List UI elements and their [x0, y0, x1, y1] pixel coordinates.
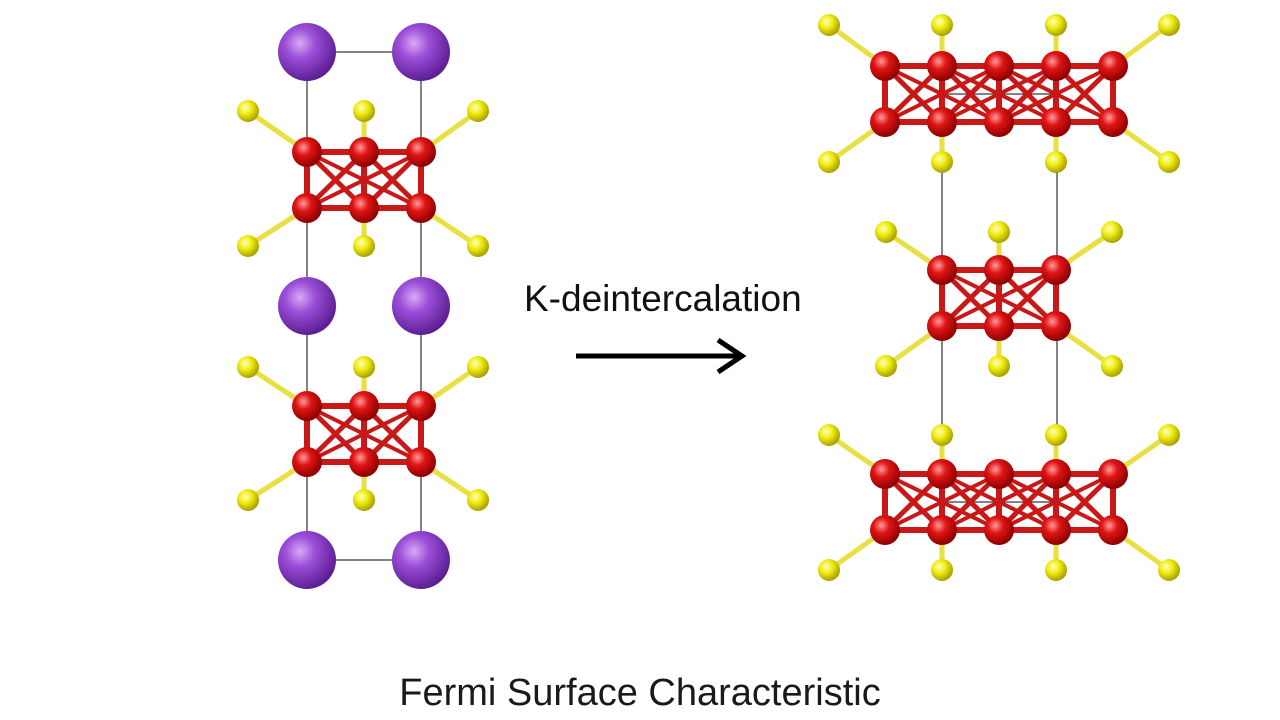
iron-atom: [349, 391, 379, 421]
potassium-atom: [278, 277, 336, 335]
iron-atom: [870, 51, 900, 81]
iron-atom: [984, 107, 1014, 137]
iron-atom: [984, 255, 1014, 285]
iron-atom: [984, 459, 1014, 489]
iron-atom: [1041, 107, 1071, 137]
iron-atom: [292, 137, 322, 167]
chalcogen-atom: [988, 221, 1010, 243]
after-structure: [818, 14, 1180, 581]
iron-atom: [1098, 459, 1128, 489]
bond: [997, 64, 1115, 124]
iron-atom: [1041, 515, 1071, 545]
potassium-atom: [278, 23, 336, 81]
iron-atom: [984, 51, 1014, 81]
chalcogen-atom: [1158, 559, 1180, 581]
potassium-atom: [392, 277, 450, 335]
iron-atom: [406, 137, 436, 167]
chalcogen-atom: [353, 356, 375, 378]
bond: [305, 150, 423, 210]
iron-atom: [292, 391, 322, 421]
chalcogen-atom: [237, 489, 259, 511]
iron-atom: [1041, 255, 1071, 285]
bond: [883, 472, 1001, 532]
potassium-atom: [278, 531, 336, 589]
bond: [305, 404, 423, 464]
iron-atom: [927, 459, 957, 489]
iron-atom: [870, 459, 900, 489]
iron-atom: [292, 447, 322, 477]
iron-atom: [927, 255, 957, 285]
chalcogen-atom: [1158, 151, 1180, 173]
chalcogen-atom: [353, 489, 375, 511]
iron-atom: [1041, 51, 1071, 81]
iron-atom: [406, 193, 436, 223]
chalcogen-atom: [1101, 355, 1123, 377]
chalcogen-atom: [1158, 424, 1180, 446]
iron-atom: [927, 51, 957, 81]
potassium-atom: [392, 23, 450, 81]
iron-atom: [870, 515, 900, 545]
chalcogen-atom: [353, 100, 375, 122]
chalcogen-atom: [1158, 14, 1180, 36]
iron-atom: [1041, 459, 1071, 489]
bond: [940, 64, 1058, 124]
iron-atom: [984, 515, 1014, 545]
chalcogen-atom: [818, 14, 840, 36]
chalcogen-atom: [467, 235, 489, 257]
figure-caption: Fermi Surface Characteristic: [399, 672, 881, 714]
iron-atom: [927, 107, 957, 137]
potassium-atom: [392, 531, 450, 589]
chalcogen-atom: [818, 151, 840, 173]
chalcogen-atom: [931, 151, 953, 173]
chalcogen-atom: [467, 356, 489, 378]
iron-atom: [984, 311, 1014, 341]
chalcogen-atom: [988, 355, 1010, 377]
before-structure: [237, 23, 489, 589]
iron-atom: [927, 515, 957, 545]
chalcogen-atom: [1045, 559, 1067, 581]
iron-atom: [1041, 311, 1071, 341]
iron-atom: [292, 193, 322, 223]
iron-atom: [870, 107, 900, 137]
chalcogen-atom: [353, 235, 375, 257]
bond: [883, 64, 1001, 124]
chalcogen-atom: [467, 489, 489, 511]
chalcogen-atom: [931, 14, 953, 36]
chalcogen-atom: [237, 235, 259, 257]
chalcogen-atom: [818, 424, 840, 446]
chalcogen-atom: [467, 100, 489, 122]
chalcogen-atom: [237, 356, 259, 378]
chalcogen-atom: [931, 559, 953, 581]
iron-atom: [349, 193, 379, 223]
deintercalation-arrow: [576, 337, 747, 375]
iron-atom: [1098, 515, 1128, 545]
chalcogen-atom: [818, 559, 840, 581]
iron-atom: [406, 391, 436, 421]
bond: [997, 472, 1115, 532]
chalcogen-atom: [1045, 424, 1067, 446]
iron-atom: [1098, 51, 1128, 81]
iron-atom: [406, 447, 436, 477]
bond: [940, 268, 1058, 328]
chalcogen-atom: [875, 355, 897, 377]
iron-atom: [349, 137, 379, 167]
chalcogen-atom: [875, 221, 897, 243]
iron-atom: [927, 311, 957, 341]
arrow-label: K-deintercalation: [524, 278, 802, 319]
chalcogen-atom: [1101, 221, 1123, 243]
chalcogen-atom: [1045, 151, 1067, 173]
chalcogen-atom: [1045, 14, 1067, 36]
bond: [940, 472, 1058, 532]
chalcogen-atom: [237, 100, 259, 122]
chalcogen-atom: [931, 424, 953, 446]
iron-atom: [349, 447, 379, 477]
iron-atom: [1098, 107, 1128, 137]
